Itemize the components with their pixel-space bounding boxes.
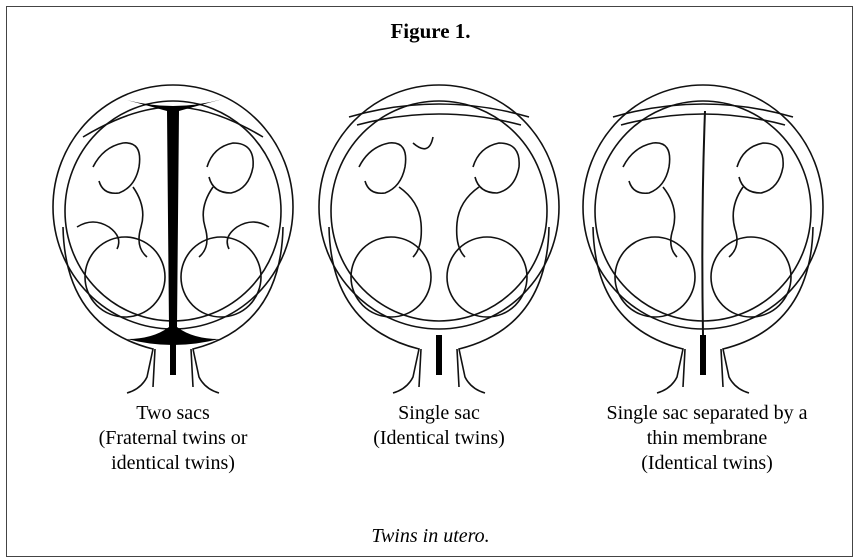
caption-line: identical twins) xyxy=(43,451,303,476)
caption-line: (Identical twins) xyxy=(309,426,569,451)
illustration-single-sac xyxy=(309,77,569,397)
figure-caption: Twins in utero. xyxy=(7,525,854,548)
caption-line: (Identical twins) xyxy=(569,451,845,476)
uterus-two-sacs-drawing xyxy=(43,77,303,397)
caption-line: Single sac separated by a xyxy=(569,401,845,426)
caption-line: (Fraternal twins or xyxy=(43,426,303,451)
uterus-single-sac-drawing xyxy=(309,77,569,397)
caption-line: thin membrane xyxy=(569,426,845,451)
caption-single-sac: Single sac (Identical twins) xyxy=(309,401,569,451)
uterus-thin-membrane-drawing xyxy=(573,77,833,397)
illustration-two-sacs xyxy=(43,77,303,397)
figure-frame: Figure 1. xyxy=(6,6,853,557)
caption-single-sac-membrane: Single sac separated by a thin membrane … xyxy=(569,401,845,476)
figure-title: Figure 1. xyxy=(7,19,854,44)
caption-line: Two sacs xyxy=(43,401,303,426)
illustration-single-sac-membrane xyxy=(573,77,833,397)
caption-two-sacs: Two sacs (Fraternal twins or identical t… xyxy=(43,401,303,476)
caption-line: Single sac xyxy=(309,401,569,426)
